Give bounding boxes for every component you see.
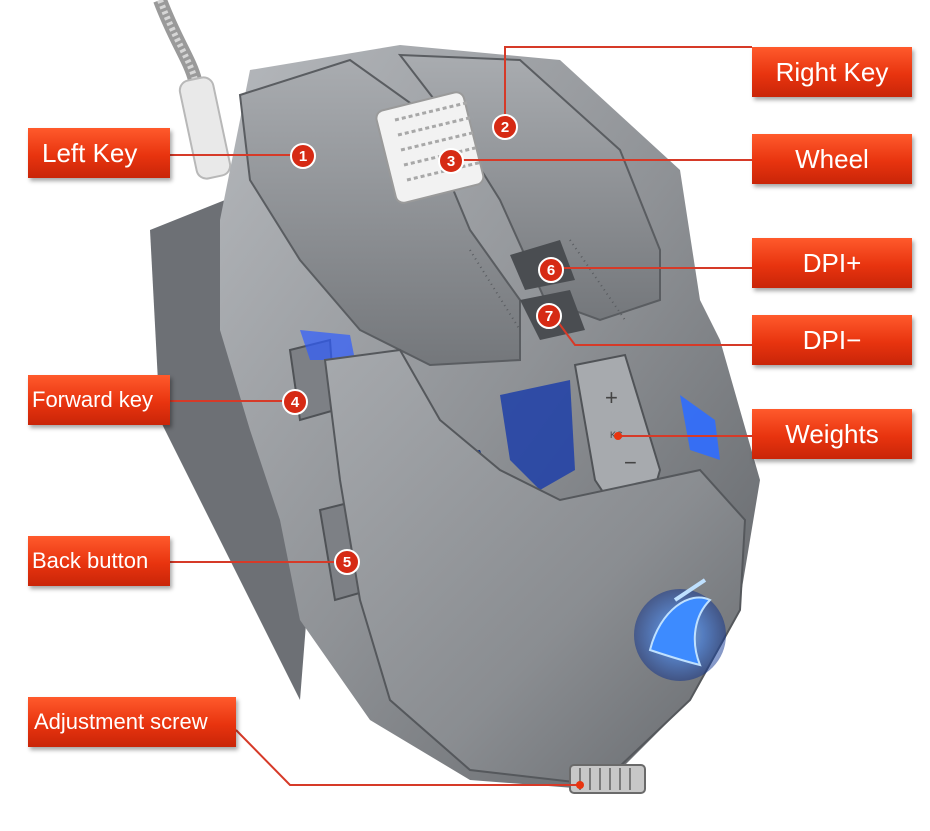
marker-6: 6 bbox=[538, 257, 564, 283]
mouse-body: + − KG bbox=[150, 45, 760, 794]
marker-1: 1 bbox=[290, 143, 316, 169]
label-weights: Weights bbox=[752, 409, 912, 459]
marker-5: 5 bbox=[334, 549, 360, 575]
weight-plus-symbol: + bbox=[605, 385, 618, 410]
screw-pointer-dot bbox=[576, 781, 584, 789]
adjustment-screw-part bbox=[569, 764, 646, 794]
scroll-wheel bbox=[375, 91, 485, 204]
marker-5-number: 5 bbox=[343, 554, 351, 571]
marker-7: 7 bbox=[536, 303, 562, 329]
marker-2: 2 bbox=[492, 114, 518, 140]
label-back-button: Back button bbox=[28, 536, 170, 586]
leader-lines bbox=[170, 46, 752, 786]
marker-4: 4 bbox=[282, 389, 308, 415]
weight-minus-symbol: − bbox=[624, 450, 637, 475]
left-button-panel bbox=[238, 58, 521, 367]
led-logo-icon bbox=[634, 578, 726, 681]
marker-3: 3 bbox=[438, 148, 464, 174]
label-adjustment-screw: Adjustment screw bbox=[28, 697, 236, 747]
led-vent-center bbox=[500, 380, 575, 490]
leader-dpi-minus bbox=[554, 317, 752, 346]
marker-1-number: 1 bbox=[299, 148, 307, 165]
usb-cable bbox=[153, 0, 232, 180]
label-left-key: Left Key bbox=[28, 128, 170, 178]
leader-right-key bbox=[504, 46, 752, 125]
label-forward-key: Forward key bbox=[28, 375, 170, 425]
marker-7-number: 7 bbox=[545, 308, 553, 325]
leader-adjustment-screw bbox=[235, 729, 580, 786]
led-vent-right bbox=[680, 395, 720, 460]
marker-6-number: 6 bbox=[547, 262, 555, 279]
marker-4-number: 4 bbox=[291, 394, 300, 411]
front-armor-plate bbox=[323, 348, 747, 787]
label-wheel: Wheel bbox=[752, 134, 912, 184]
weights-pointer-dot bbox=[614, 432, 622, 440]
label-right-key: Right Key bbox=[752, 47, 912, 97]
label-dpi-minus: DPI− bbox=[752, 315, 912, 365]
marker-3-number: 3 bbox=[447, 153, 455, 170]
label-dpi-plus: DPI+ bbox=[752, 238, 912, 288]
marker-2-number: 2 bbox=[501, 119, 509, 136]
